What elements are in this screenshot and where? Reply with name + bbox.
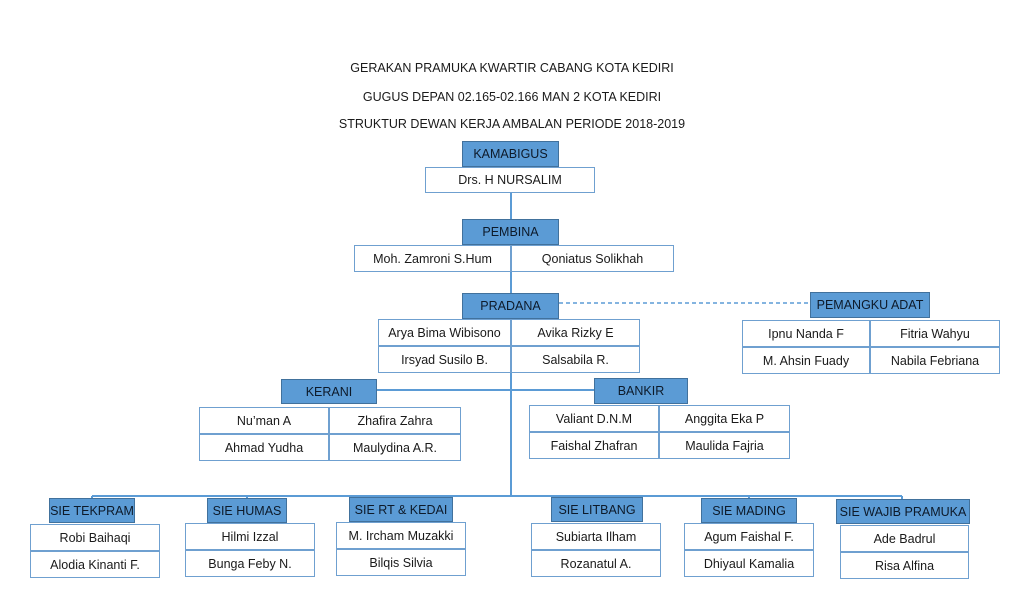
title-line-1: GERAKAN PRAMUKA KWARTIR CABANG KOTA KEDI… — [350, 61, 674, 75]
pemangku-adat-member-2: Fitria Wahyu — [870, 320, 1000, 347]
pradana-member-1: Arya Bima Wibisono — [378, 319, 511, 346]
sie-tekpram-member-2: Alodia Kinanti F. — [30, 551, 160, 578]
kamabigus-member: Drs. H NURSALIM — [425, 167, 595, 193]
sie-mading-member-2: Dhiyaul Kamalia — [684, 550, 814, 577]
sie-humas-member-2: Bunga Feby N. — [185, 550, 315, 577]
bankir-header: BANKIR — [594, 378, 688, 404]
sie-rt-kedai-member-2: Bilqis Silvia — [336, 549, 466, 576]
sie-tekpram-header: SIE TEKPRAM — [49, 498, 135, 523]
sie-wajib-pramuka-header: SIE WAJIB PRAMUKA — [836, 499, 970, 524]
sie-wajib-pramuka-member-1: Ade Badrul — [840, 525, 969, 552]
kerani-member-3: Ahmad Yudha — [199, 434, 329, 461]
sie-litbang-member-2: Rozanatul A. — [531, 550, 661, 577]
pemangku-adat-member-1: Ipnu Nanda F — [742, 320, 870, 347]
pembina-header: PEMBINA — [462, 219, 559, 245]
title-line-3: STRUKTUR DEWAN KERJA AMBALAN PERIODE 201… — [338, 117, 686, 131]
kerani-member-1: Nu’man A — [199, 407, 329, 434]
pembina-member-1: Moh. Zamroni S.Hum — [354, 245, 511, 272]
sie-humas-header: SIE HUMAS — [207, 498, 287, 523]
bankir-member-4: Maulida Fajria — [659, 432, 790, 459]
pembina-member-2: Qoniatus Solikhah — [511, 245, 674, 272]
bankir-member-1: Valiant D.N.M — [529, 405, 659, 432]
bankir-member-2: Anggita Eka P — [659, 405, 790, 432]
pradana-member-2: Avika Rizky E — [511, 319, 640, 346]
title-line-2: GUGUS DEPAN 02.165-02.166 MAN 2 KOTA KED… — [362, 90, 662, 104]
sie-litbang-member-1: Subiarta Ilham — [531, 523, 661, 550]
sie-rt-kedai-member-1: M. Ircham Muzakki — [336, 522, 466, 549]
sie-tekpram-member-1: Robi Baihaqi — [30, 524, 160, 551]
pradana-header: PRADANA — [462, 293, 559, 319]
sie-humas-member-1: Hilmi Izzal — [185, 523, 315, 550]
pemangku-adat-member-4: Nabila Febriana — [870, 347, 1000, 374]
kerani-member-4: Maulydina A.R. — [329, 434, 461, 461]
kerani-header: KERANI — [281, 379, 377, 404]
sie-mading-header: SIE MADING — [701, 498, 797, 523]
kerani-member-2: Zhafira Zahra — [329, 407, 461, 434]
pemangku-adat-member-3: M. Ahsin Fuady — [742, 347, 870, 374]
pradana-member-4: Salsabila R. — [511, 346, 640, 373]
sie-litbang-header: SIE LITBANG — [551, 497, 643, 522]
sie-mading-member-1: Agum Faishal F. — [684, 523, 814, 550]
bankir-member-3: Faishal Zhafran — [529, 432, 659, 459]
kamabigus-header: KAMABIGUS — [462, 141, 559, 167]
sie-rt-kedai-header: SIE RT & KEDAI — [349, 497, 453, 522]
sie-wajib-pramuka-member-2: Risa Alfina — [840, 552, 969, 579]
pradana-member-3: Irsyad Susilo B. — [378, 346, 511, 373]
pemangku-adat-header: PEMANGKU ADAT — [810, 292, 930, 318]
